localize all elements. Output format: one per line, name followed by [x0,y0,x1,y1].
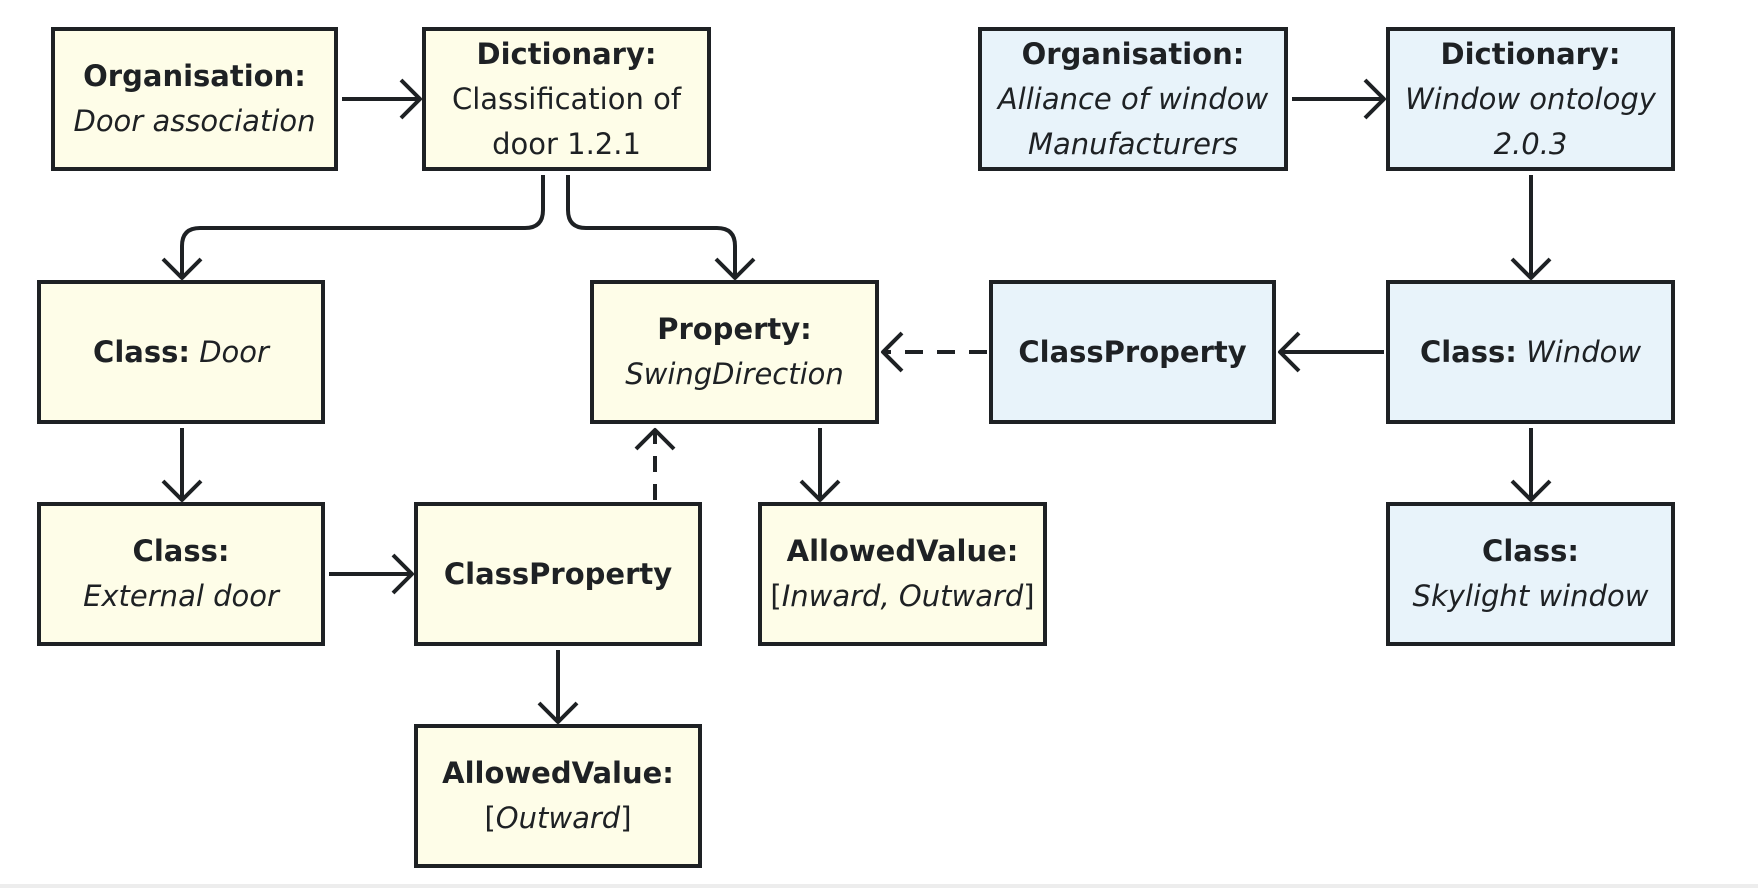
node-name-label: SwingDirection [625,357,844,391]
node-type-label: Dictionary: [476,36,657,71]
node-type-label: ClassProperty [443,556,673,591]
edge-property_swing-to-allowed_inout [799,428,841,502]
edge-classprop_door-to-property_swing [634,428,676,500]
edge-door_org-to-door_dict [342,78,422,120]
arrowhead [881,331,904,373]
arrowhead [1278,331,1301,373]
node-name-line-2: Manufacturers [1027,126,1239,161]
edge-classprop_door-to-allowed_out [537,650,579,724]
node-name-label: Door [199,334,269,369]
arrowhead [1510,257,1552,280]
node-label-row: Class: Door [93,330,269,375]
allowed-values-list: Outward [495,801,621,835]
node-label-row: Class: Window [1420,330,1641,375]
external-door-class-node[interactable]: Class: External door [37,502,325,646]
door-class-node[interactable]: Class: Door [37,280,325,424]
door-dictionary-node[interactable]: Dictionary: Classification of door 1.2.1 [422,27,711,171]
edge-class_window-to-class_skylight [1510,428,1552,502]
arrowhead [161,479,203,502]
node-type-label: Dictionary: [1440,36,1621,71]
node-type-label: AllowedValue: [786,534,1019,568]
edge-door_dict-to-class_door [161,175,545,280]
node-name-line-1: Classification of [451,81,682,116]
arrowhead [1510,479,1552,502]
door-association-organisation-node[interactable]: Organisation: Door association [51,27,338,171]
allowed-value-inward-outward-node[interactable]: AllowedValue: [Inward, Outward] [758,502,1047,646]
edge-class_door-to-class_external [161,428,203,502]
edge-class_window-to-classprop_window [1278,331,1384,373]
node-type-label: AllowedValue: [442,756,674,790]
bottom-edge-strip [0,884,1758,888]
allowed-values-list: Inward, Outward [781,579,1024,613]
bracket-open: [ [484,801,496,835]
swing-direction-property-node[interactable]: Property: SwingDirection [590,280,879,424]
arrowhead [714,257,756,280]
door-class-property-node[interactable]: ClassProperty [414,502,702,646]
allowed-value-outward-node[interactable]: AllowedValue: [Outward] [414,724,702,868]
node-type-label: Organisation: [1021,36,1245,71]
node-name-label: Window [1526,334,1642,369]
edge-window_dict-to-class_window [1510,175,1552,280]
node-type-label: Class: [1419,334,1517,369]
edge-line [566,175,737,276]
node-name-label: External door [83,579,279,613]
edge-class_external-to-classprop_door [329,553,414,595]
node-name-label: Skylight window [1412,579,1649,613]
window-class-property-node[interactable]: ClassProperty [989,280,1276,424]
window-alliance-organisation-node[interactable]: Organisation: Alliance of window Manufac… [978,27,1288,171]
node-name-label: Door association [73,104,316,138]
node-name-line-2: 2.0.3 [1493,126,1568,161]
node-type-label: ClassProperty [1018,334,1247,369]
edge-line [180,175,545,276]
arrowhead [399,78,422,120]
bracket-open: [ [770,579,782,613]
arrowhead [634,428,676,451]
bracket-close: ] [620,801,632,835]
arrowhead [161,257,203,280]
edge-classprop_window-to-property_swing [881,331,987,373]
window-dictionary-node[interactable]: Dictionary: Window ontology 2.0.3 [1386,27,1675,171]
arrowhead [391,553,414,595]
bracket-close: ] [1023,579,1035,613]
arrowhead [799,479,841,502]
node-name-line-2: door 1.2.1 [492,126,641,161]
skylight-window-class-node[interactable]: Class: Skylight window [1386,502,1675,646]
arrowhead [537,701,579,724]
node-value-row: [Outward] [484,796,631,841]
node-name-line-1: Alliance of window [997,81,1269,116]
node-type-label: Class: [93,334,190,369]
node-value-row: [Inward, Outward] [770,574,1034,619]
node-name-line-1: Window ontology [1405,81,1656,116]
arrowhead [1363,78,1386,120]
node-type-label: Class: [1482,534,1579,568]
window-class-node[interactable]: Class: Window [1386,280,1675,424]
edge-door_dict-to-property_swing [566,175,756,280]
node-type-label: Class: [132,534,230,568]
node-type-label: Organisation: [83,59,306,93]
node-type-label: Property: [657,312,812,346]
edge-window_org-to-window_dict [1292,78,1386,120]
